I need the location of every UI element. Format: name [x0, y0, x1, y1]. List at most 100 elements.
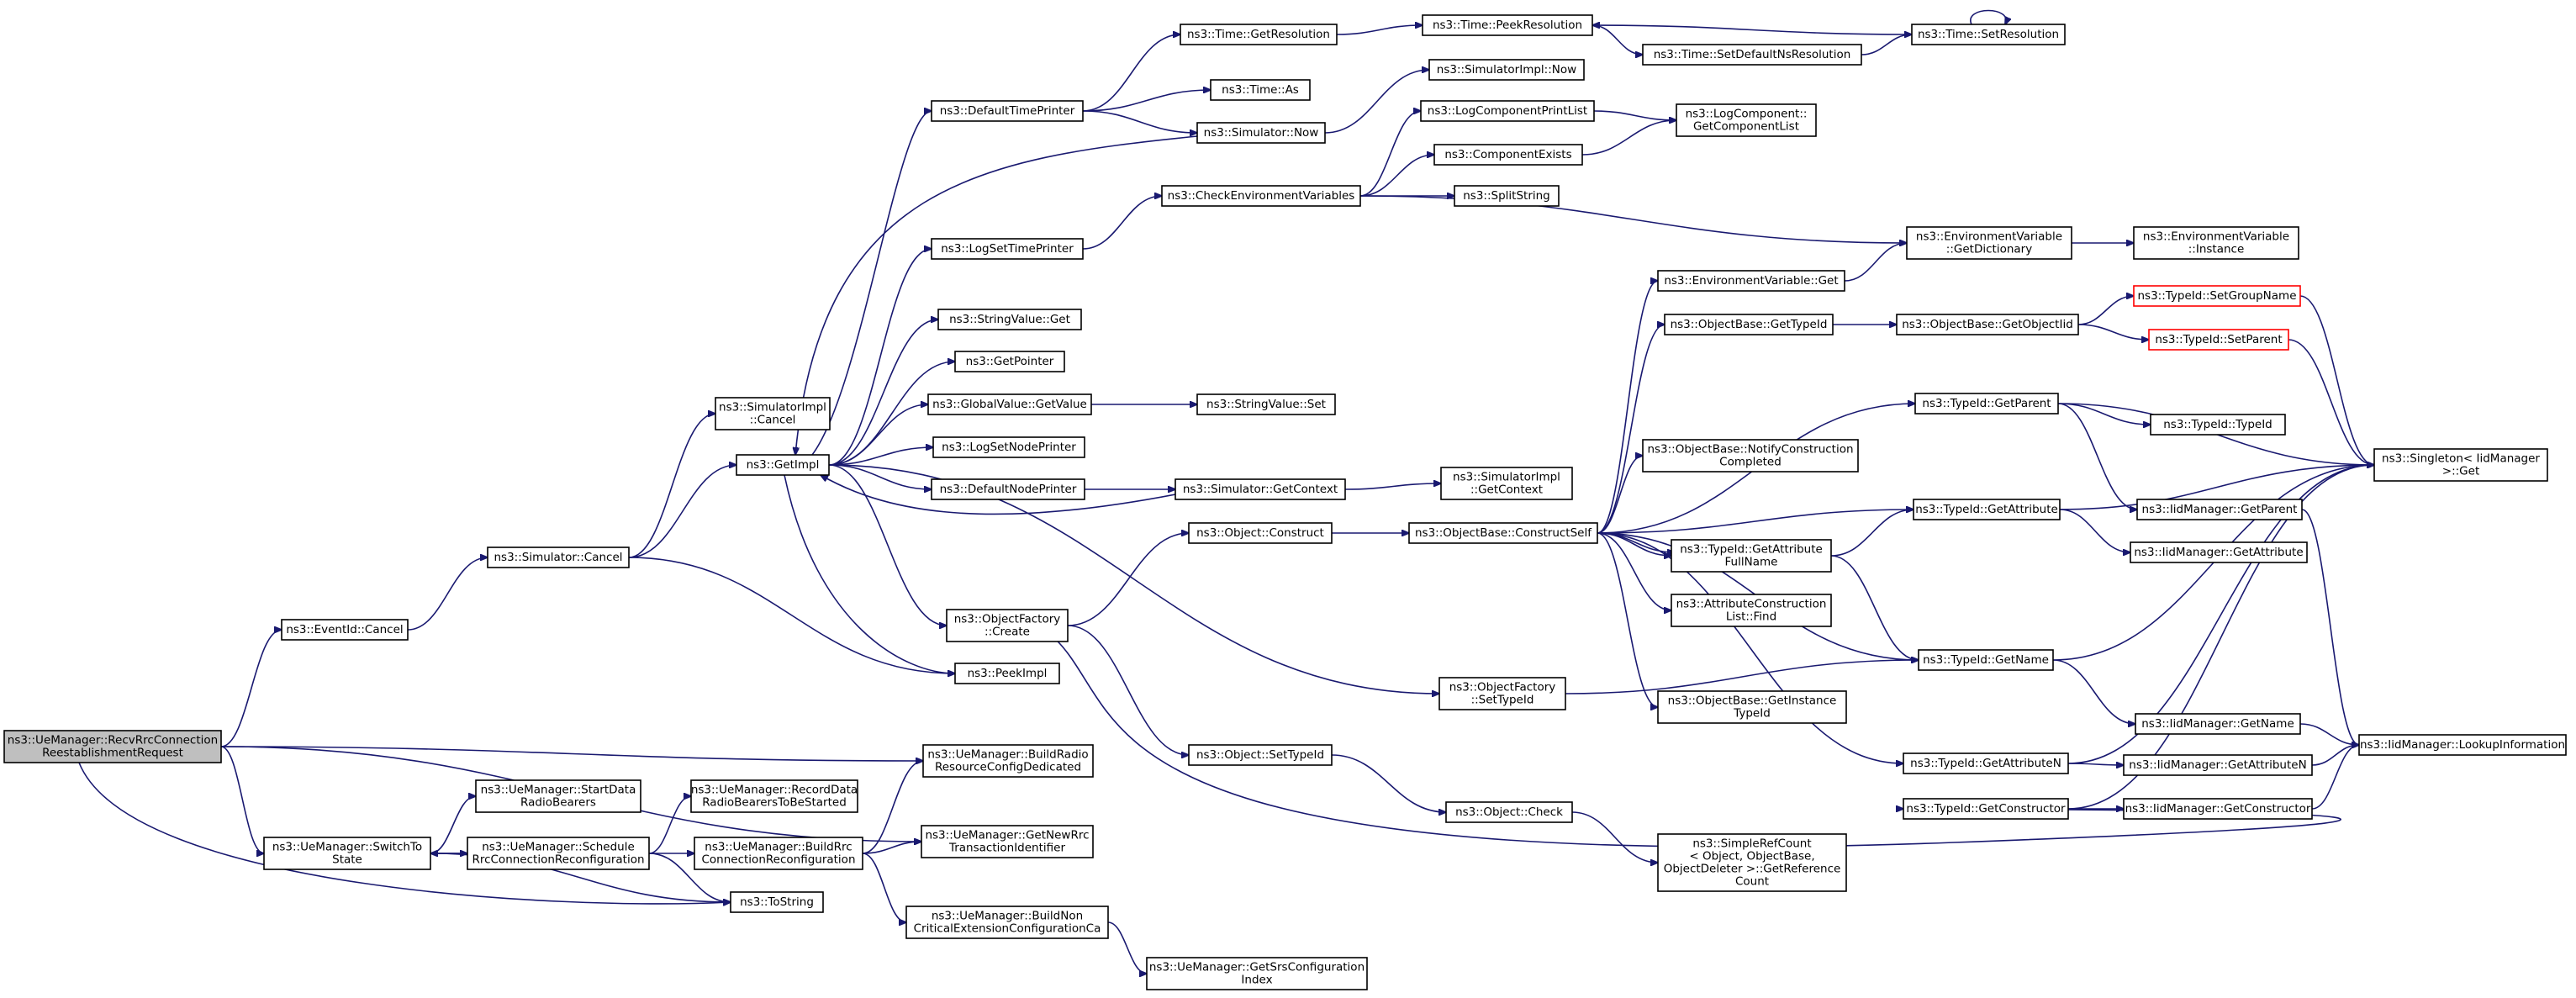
node-typeid-getname[interactable]: ns3::TypeId::GetName	[1918, 649, 2054, 671]
node-time-as[interactable]: ns3::Time::As	[1210, 79, 1311, 101]
node-typeid-getconstructor[interactable]: ns3::TypeId::GetConstructor	[1903, 798, 2069, 820]
node-iidm-lookupinfo[interactable]: ns3::IidManager::LookupInformation	[2358, 734, 2567, 756]
node-simimpl-getcontext[interactable]: ns3::SimulatorImpl::GetContext	[1440, 467, 1573, 500]
node-object-construct[interactable]: ns3::Object::Construct	[1188, 522, 1333, 544]
edge-getimpl-to-logset-time-printer	[828, 249, 932, 466]
node-getpointer[interactable]: ns3::GetPointer	[954, 351, 1065, 372]
node-record-data[interactable]: ns3::UeManager::RecordDataRadioBearersTo…	[690, 779, 858, 813]
node-schedule-rrc[interactable]: ns3::UeManager::ScheduleRrcConnectionRec…	[467, 837, 650, 870]
node-peekimpl[interactable]: ns3::PeekImpl	[954, 663, 1060, 684]
node-simulator-now[interactable]: ns3::Simulator::Now	[1196, 122, 1326, 144]
node-label-line: ResourceConfigDedicated	[935, 761, 1081, 774]
node-log-component-printlist[interactable]: ns3::LogComponentPrintList	[1420, 100, 1595, 122]
node-box	[2136, 499, 2303, 520]
node-envvar-get[interactable]: ns3::EnvironmentVariable::Get	[1657, 270, 1845, 292]
edge-simulator-now-to-simimpl-now	[1324, 70, 1429, 134]
node-build-rrc[interactable]: ns3::UeManager::BuildRrcConnectionReconf…	[694, 837, 863, 870]
node-iidm-getparent[interactable]: ns3::IidManager::GetParent	[2136, 499, 2303, 520]
node-label-line: >::Get	[2442, 465, 2479, 478]
node-label-line: ::GetDictionary	[1946, 243, 2032, 256]
node-box	[1422, 14, 1593, 36]
node-simplerefcount[interactable]: ns3::SimpleRefCount< Object, ObjectBase,…	[1657, 833, 1847, 892]
node-label-line: ns3::Simulator::Now	[1204, 126, 1319, 140]
node-label-line: ns3::Time::PeekResolution	[1433, 18, 1582, 32]
node-label-line: ns3::Object::Check	[1455, 805, 1563, 819]
node-globalvalue-getvalue[interactable]: ns3::GlobalValue::GetValue	[927, 393, 1092, 415]
node-label-line: ns3::SimulatorImpl	[719, 401, 826, 415]
node-typeid-getattribute[interactable]: ns3::TypeId::GetAttribute	[1913, 499, 2061, 520]
node-stringvalue-set[interactable]: ns3::StringValue::Set	[1196, 393, 1336, 415]
node-object-check[interactable]: ns3::Object::Check	[1445, 801, 1573, 823]
node-root[interactable]: ns3::UeManager::RecvRrcConnectionReestab…	[3, 730, 222, 763]
node-time-getresolution[interactable]: ns3::Time::GetResolution	[1180, 24, 1338, 45]
edge-root-to-tostring	[78, 762, 731, 904]
node-box	[1180, 24, 1338, 45]
node-build-radio[interactable]: ns3::UeManager::BuildRadioResourceConfig…	[922, 744, 1094, 778]
node-typeid-setparent[interactable]: ns3::TypeId::SetParent	[2148, 329, 2289, 351]
node-object-settypeid[interactable]: ns3::Object::SetTypeId	[1188, 744, 1333, 766]
node-getimpl[interactable]: ns3::GetImpl	[736, 454, 830, 476]
node-get-new-rrc[interactable]: ns3::UeManager::GetNewRrcTransactionIden…	[921, 825, 1094, 858]
node-box	[1896, 314, 2079, 335]
edge-getimpl-to-default-node-printer	[828, 464, 932, 489]
node-objbase-getobjectiid[interactable]: ns3::ObjectBase::GetObjectIid	[1896, 314, 2079, 335]
node-stringvalue-get[interactable]: ns3::StringValue::Get	[937, 309, 1082, 330]
node-objfactory-settypeid[interactable]: ns3::ObjectFactory::SetTypeId	[1438, 677, 1566, 710]
node-sim-getcontext[interactable]: ns3::Simulator::GetContext	[1175, 478, 1346, 500]
node-iidm-getconstructor[interactable]: ns3::IidManager::GetConstructor	[2123, 798, 2313, 820]
node-box	[694, 837, 863, 870]
node-component-exists[interactable]: ns3::ComponentExists	[1433, 144, 1583, 166]
node-objbase-constructself[interactable]: ns3::ObjectBase::ConstructSelf	[1408, 522, 1598, 544]
node-singleton-get[interactable]: ns3::Singleton< IidManager>::Get	[2373, 448, 2548, 482]
node-label-line: ns3::GetImpl	[747, 458, 820, 472]
node-iidm-getname[interactable]: ns3::IidManager::GetName	[2135, 713, 2301, 735]
node-tostring[interactable]: ns3::ToString	[730, 891, 824, 913]
edge-root-to-build-radio	[220, 746, 923, 761]
node-check-env[interactable]: ns3::CheckEnvironmentVariables	[1161, 185, 1361, 207]
node-build-non-critical[interactable]: ns3::UeManager::BuildNonCriticalExtensio…	[905, 906, 1109, 939]
edge-sim-getcontext-to-simimpl-getcontext	[1344, 483, 1441, 490]
node-objbase-gettypeid[interactable]: ns3::ObjectBase::GetTypeId	[1664, 314, 1834, 335]
node-label-line: ns3::UeManager::Schedule	[482, 841, 635, 854]
node-iidm-getattribute[interactable]: ns3::IidManager::GetAttribute	[2130, 541, 2308, 563]
node-envvar-instance[interactable]: ns3::EnvironmentVariable::Instance	[2133, 226, 2299, 260]
node-time-setdefaultns[interactable]: ns3::Time::SetDefaultNsResolution	[1642, 44, 1862, 66]
node-simimpl-cancel[interactable]: ns3::SimulatorImpl::Cancel	[715, 397, 831, 430]
node-log-component-getlist[interactable]: ns3::LogComponent::GetComponentList	[1676, 103, 1817, 137]
node-time-setresolution[interactable]: ns3::Time::SetResolution	[1911, 24, 2066, 45]
node-box	[1671, 594, 1832, 627]
node-splitstring[interactable]: ns3::SplitString	[1454, 185, 1560, 207]
node-simimpl-now[interactable]: ns3::SimulatorImpl::Now	[1428, 59, 1585, 81]
node-label-line: ns3::IidManager::GetName	[2141, 717, 2294, 731]
node-eventid-cancel[interactable]: ns3::EventId::Cancel	[281, 619, 409, 641]
node-label-line: ns3::ObjectBase::GetObjectIid	[1902, 318, 2073, 331]
node-logset-time-printer[interactable]: ns3::LogSetTimePrinter	[931, 238, 1084, 260]
node-typeid-getparent[interactable]: ns3::TypeId::GetParent	[1914, 393, 2059, 415]
node-typeid-getattributen[interactable]: ns3::TypeId::GetAttributeN	[1903, 752, 2069, 774]
edge-iidm-getconstructor-to-iidm-lookupinfo	[2311, 745, 2359, 810]
edge-typeid-getattributen-to-singleton-get	[2067, 465, 2374, 764]
node-envvar-getdictionary[interactable]: ns3::EnvironmentVariable::GetDictionary	[1906, 226, 2072, 260]
node-label-line: ns3::LogSetTimePrinter	[941, 242, 1074, 256]
node-label-line: ns3::Time::GetResolution	[1187, 28, 1330, 41]
node-typeid-setgroupname[interactable]: ns3::TypeId::SetGroupName	[2133, 285, 2301, 307]
node-objbase-notify[interactable]: ns3::ObjectBase::NotifyConstructionCompl…	[1642, 439, 1859, 473]
node-objfactory-create[interactable]: ns3::ObjectFactory::Create	[946, 609, 1069, 642]
node-iidm-getattributen[interactable]: ns3::IidManager::GetAttributeN	[2123, 754, 2313, 776]
node-box	[1664, 314, 1834, 335]
node-box	[927, 393, 1092, 415]
node-label-line: ns3::GetPointer	[966, 355, 1054, 368]
node-label-line: ns3::ToString	[740, 895, 814, 909]
node-default-time-printer[interactable]: ns3::DefaultTimePrinter	[931, 100, 1084, 122]
node-sim-cancel[interactable]: ns3::Simulator::Cancel	[487, 547, 630, 568]
node-default-node-printer[interactable]: ns3::DefaultNodePrinter	[931, 478, 1085, 500]
node-typeid-typeid[interactable]: ns3::TypeId::TypeId	[2150, 414, 2286, 436]
node-logset-node-printer[interactable]: ns3::LogSetNodePrinter	[932, 436, 1085, 458]
node-time-peekresolution[interactable]: ns3::Time::PeekResolution	[1422, 14, 1593, 36]
